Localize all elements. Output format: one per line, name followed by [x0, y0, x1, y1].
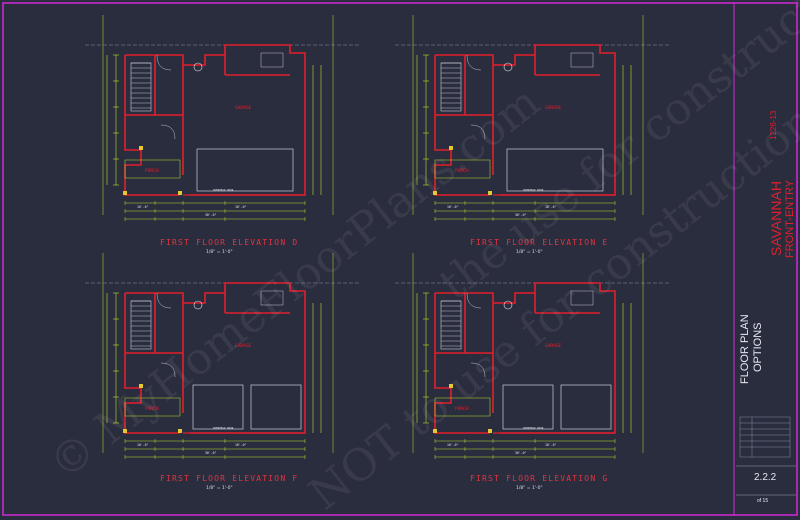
revision-table — [739, 416, 791, 458]
sheet-count: of 15 — [757, 498, 769, 504]
column-post — [178, 429, 182, 433]
garage-door-label: OVERHEAD DOOR — [523, 426, 544, 430]
dim-text-garage: 18'-0" — [235, 205, 247, 209]
plan-title-g: FIRST FLOOR ELEVATION G — [470, 474, 609, 483]
column-post — [139, 384, 143, 388]
dim-text-overall: 30'-0" — [515, 451, 527, 455]
room-label-porch: PORCH — [145, 406, 159, 412]
column-post — [433, 191, 437, 195]
column-post — [178, 191, 182, 195]
water-heater-symbol — [193, 62, 203, 72]
dim-text-garage: 18'-0" — [235, 443, 247, 447]
column-post — [123, 429, 127, 433]
stair-outline — [440, 62, 462, 112]
column-post — [488, 429, 492, 433]
exterior-wall — [124, 55, 180, 196]
garage-door-panel — [560, 384, 612, 430]
garage-door-label: OVERHEAD DOOR — [213, 426, 234, 430]
column-post — [433, 429, 437, 433]
column-post — [488, 191, 492, 195]
sheet-title-line1: FLOOR PLAN — [739, 314, 751, 384]
porch-outline — [434, 159, 491, 179]
stair-outline — [130, 62, 152, 112]
floor-plan-0: GARAGE PORCH OVERHEAD DOOR 30'-0" 10'-0" 18'-… — [85, 15, 360, 221]
room-label-garage: GARAGE — [235, 105, 252, 111]
closet — [570, 290, 594, 306]
room-label-garage: GARAGE — [545, 105, 562, 111]
project-name: SAVANNAH — [768, 181, 784, 256]
dim-text-overall: 30'-0" — [205, 213, 217, 217]
sheet-title-line2: OPTIONS — [752, 322, 764, 372]
project-variant: FRONT-ENTRY — [784, 179, 796, 258]
exterior-wall — [435, 44, 616, 196]
plan-title-e: FIRST FLOOR ELEVATION E — [470, 238, 609, 247]
room-label-porch: PORCH — [455, 406, 469, 412]
plan-scale-e: 1/8" = 1'-0" — [516, 250, 543, 255]
plan-scale-d: 1/8" = 1'-0" — [206, 250, 233, 255]
column-post — [139, 146, 143, 150]
room-label-garage: GARAGE — [235, 343, 252, 349]
dim-text-porch: 10'-0" — [447, 205, 459, 209]
door-swing — [156, 292, 172, 309]
plan-title-d: FIRST FLOOR ELEVATION D — [160, 238, 299, 247]
column-post — [123, 191, 127, 195]
garage-door-panel — [506, 148, 604, 192]
garage-door-panel — [192, 384, 244, 430]
garage-door-panel — [250, 384, 302, 430]
porch-outline — [124, 397, 181, 417]
dim-text-porch: 10'-0" — [447, 443, 459, 447]
dim-text-porch: 10'-0" — [137, 205, 149, 209]
closet — [570, 52, 594, 68]
room-label-porch: PORCH — [455, 168, 469, 174]
garage-door-panel — [196, 148, 294, 192]
room-label-porch: PORCH — [145, 168, 159, 174]
exterior-wall — [125, 44, 306, 196]
exterior-wall — [435, 282, 616, 434]
door-swing — [466, 54, 482, 71]
plan-title-f: FIRST FLOOR ELEVATION F — [160, 474, 299, 483]
stair-outline — [130, 300, 152, 350]
garage-door-panel — [502, 384, 554, 430]
door-swing — [160, 124, 176, 140]
sheet-number: 2.2.2 — [754, 472, 777, 483]
door-swing — [470, 124, 486, 140]
closet — [260, 52, 284, 68]
dim-text-porch: 10'-0" — [137, 443, 149, 447]
room-label-garage: GARAGE — [545, 343, 562, 349]
garage-door-label: OVERHEAD DOOR — [213, 188, 234, 192]
water-heater-symbol — [193, 300, 203, 310]
stair-outline — [440, 300, 462, 350]
porch-outline — [434, 397, 491, 417]
water-heater-symbol — [503, 62, 513, 72]
exterior-wall — [125, 282, 306, 434]
garage-door-label: OVERHEAD DOOR — [523, 188, 544, 192]
door-swing — [470, 362, 486, 378]
plan-scale-g: 1/8" = 1'-0" — [516, 486, 543, 491]
plan-scale-f: 1/8" = 1'-0" — [206, 486, 233, 491]
porch-outline — [124, 159, 181, 179]
plans-layer: GARAGE PORCH OVERHEAD DOOR 30'-0" 10'-0" 18'-… — [85, 15, 670, 459]
floor-plan-3: GARAGE PORCH OVERHEAD DOOR 30'-0" 10'-0" 18'-… — [395, 253, 670, 459]
column-post — [449, 146, 453, 150]
door-swing — [160, 362, 176, 378]
door-swing — [156, 54, 172, 71]
water-heater-symbol — [503, 300, 513, 310]
dim-text-overall: 30'-0" — [515, 213, 527, 217]
column-post — [449, 384, 453, 388]
door-swing — [466, 292, 482, 309]
dim-text-garage: 18'-0" — [545, 205, 557, 209]
dim-text-garage: 18'-0" — [545, 443, 557, 447]
floor-plan-2: GARAGE PORCH OVERHEAD DOOR 30'-0" 10'-0" 18'-… — [85, 253, 360, 459]
dim-text-overall: 30'-0" — [205, 451, 217, 455]
closet — [260, 290, 284, 306]
floor-plan-1: GARAGE PORCH OVERHEAD DOOR 30'-0" 10'-0" 18'-… — [395, 15, 670, 221]
